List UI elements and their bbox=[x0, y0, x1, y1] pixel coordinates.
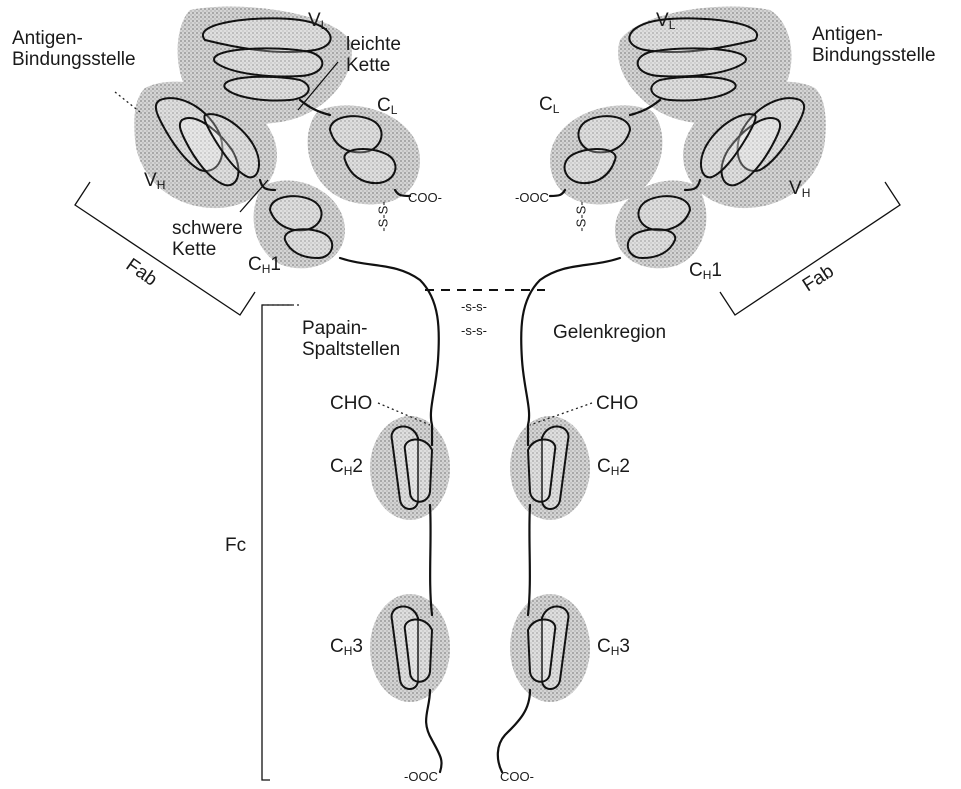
label-antigen-binding-site-right: Antigen-Bindungsstelle bbox=[812, 24, 936, 66]
label-papain-cleavage-sites: Papain-Spaltstellen bbox=[302, 318, 400, 360]
label-cl-left: CL bbox=[377, 95, 397, 121]
label-vl-right: VL bbox=[656, 10, 675, 36]
label-disulfide-light-right: -S-S- bbox=[571, 201, 592, 231]
label-coo-bottom-right: COO- bbox=[500, 766, 534, 787]
label-vh-right: VH bbox=[789, 178, 810, 204]
label-ch3-right: CH3 bbox=[597, 636, 630, 662]
label-hinge-disulfide-1: -s-s- bbox=[461, 296, 487, 317]
label-vl-left: VL bbox=[308, 10, 327, 36]
label-vh-left: VH bbox=[144, 170, 165, 196]
label-antigen-binding-site-left: Antigen-Bindungsstelle bbox=[12, 28, 136, 70]
label-cl-right: CL bbox=[539, 94, 559, 120]
fc-region bbox=[370, 416, 590, 772]
fc-bracket bbox=[262, 305, 292, 780]
label-cho-right: CHO bbox=[596, 393, 638, 414]
label-cho-left: CHO bbox=[330, 393, 372, 414]
label-coo-light-left: COO- bbox=[408, 187, 442, 208]
label-coo-light-right: -OOC bbox=[515, 187, 549, 208]
label-fc: Fc bbox=[225, 535, 246, 556]
label-ch1-right: CH1 bbox=[689, 260, 722, 286]
label-ch2-left: CH2 bbox=[330, 456, 363, 482]
label-hinge-disulfide-2: -s-s- bbox=[461, 320, 487, 341]
label-coo-bottom-left: -OOC bbox=[404, 766, 438, 787]
label-disulfide-light-left: -S-S- bbox=[373, 201, 394, 231]
right-fab-arm bbox=[521, 7, 826, 425]
label-ch2-right: CH2 bbox=[597, 456, 630, 482]
label-ch1-left: CH1 bbox=[248, 254, 281, 280]
label-ch3-left: CH3 bbox=[330, 636, 363, 662]
label-hinge-region: Gelenkregion bbox=[553, 322, 666, 343]
